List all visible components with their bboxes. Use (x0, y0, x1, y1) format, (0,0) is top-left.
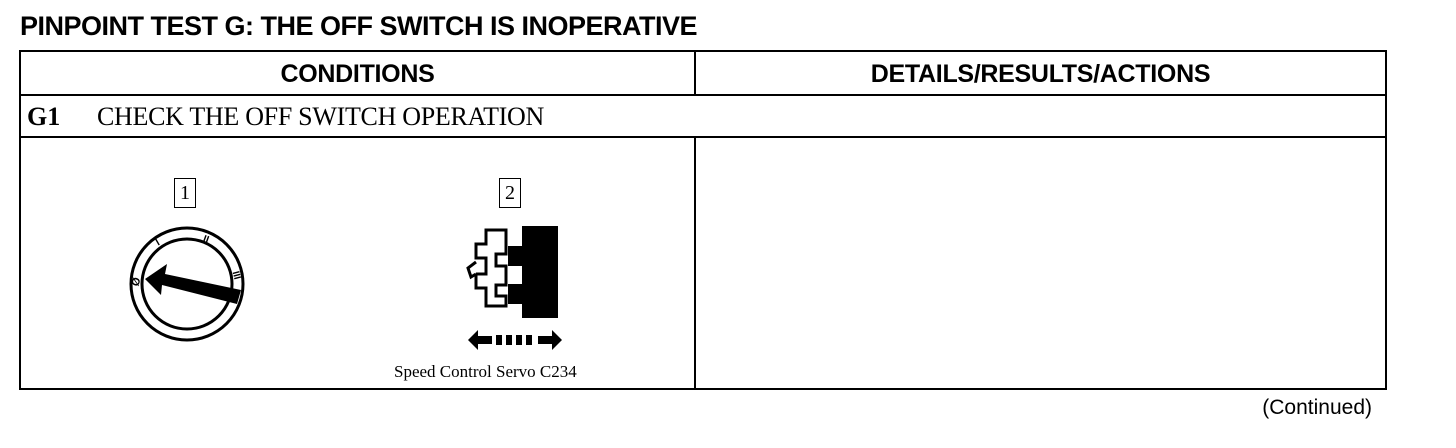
step-row: G1 CHECK THE OFF SWITCH OPERATION (21, 96, 1385, 138)
pinpoint-test-table: CONDITIONS DETAILS/RESULTS/ACTIONS G1 CH… (19, 50, 1387, 390)
conditions-cell: 1 Ø I II III 2 Speed Control Servo C234 (21, 138, 696, 388)
connector-male-half (474, 228, 508, 308)
arrow-dash-2 (506, 335, 512, 345)
arrow-dash-4 (526, 335, 532, 345)
step-title: CHECK THE OFF SWITCH OPERATION (97, 102, 544, 131)
rotary-switch-icon: Ø I II III (129, 226, 245, 342)
switch-pointer (145, 264, 241, 304)
connector-icon (466, 226, 562, 350)
conditions-header: CONDITIONS (21, 52, 696, 94)
connector-latch (466, 260, 477, 280)
details-results-actions-header: DETAILS/RESULTS/ACTIONS (870, 60, 1211, 88)
callout-2: 2 (499, 178, 521, 208)
switch-position-2: II (201, 234, 210, 246)
callout-1: 1 (174, 178, 196, 208)
continued-label: (Continued) (1262, 396, 1372, 419)
page-title: PINPOINT TEST G: THE OFF SWITCH IS INOPE… (20, 11, 698, 41)
step-id: G1 (27, 102, 61, 131)
switch-position-1: I (154, 237, 162, 248)
double-arrow-icon (468, 330, 492, 350)
arrow-dash-3 (516, 335, 522, 345)
switch-position-3: III (230, 270, 243, 281)
table-header-row: CONDITIONS DETAILS/RESULTS/ACTIONS (21, 52, 1385, 96)
connector-caption: Speed Control Servo C234 (394, 362, 577, 381)
arrow-dash-1 (496, 335, 502, 345)
details-results-actions-cell (696, 138, 1385, 388)
double-arrow-icon-right (538, 330, 562, 350)
connector-female-half (508, 226, 558, 318)
